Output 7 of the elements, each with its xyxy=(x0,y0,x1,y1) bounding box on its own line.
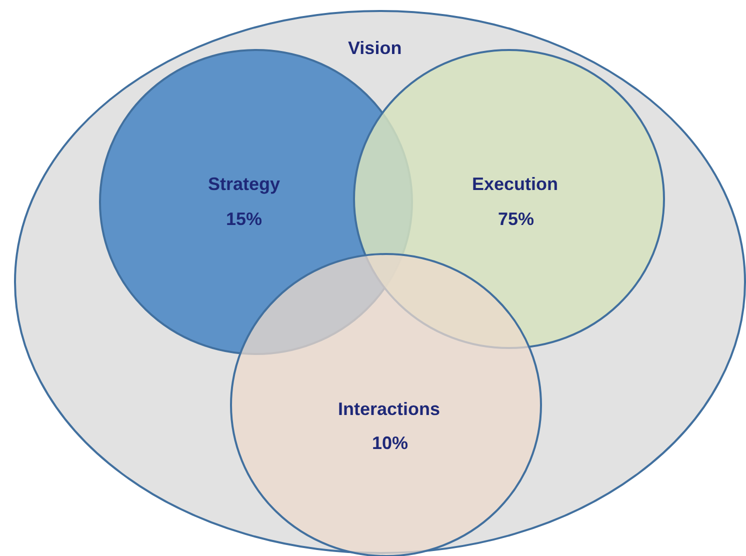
percentage-label: 10% xyxy=(372,433,408,454)
percentage-label: 15% xyxy=(226,209,262,230)
percentage-label: 75% xyxy=(498,209,534,230)
set-label: Execution xyxy=(472,174,558,195)
set-label: Strategy xyxy=(208,174,280,195)
set-label: Vision xyxy=(348,38,402,59)
set-label: Interactions xyxy=(338,399,440,420)
